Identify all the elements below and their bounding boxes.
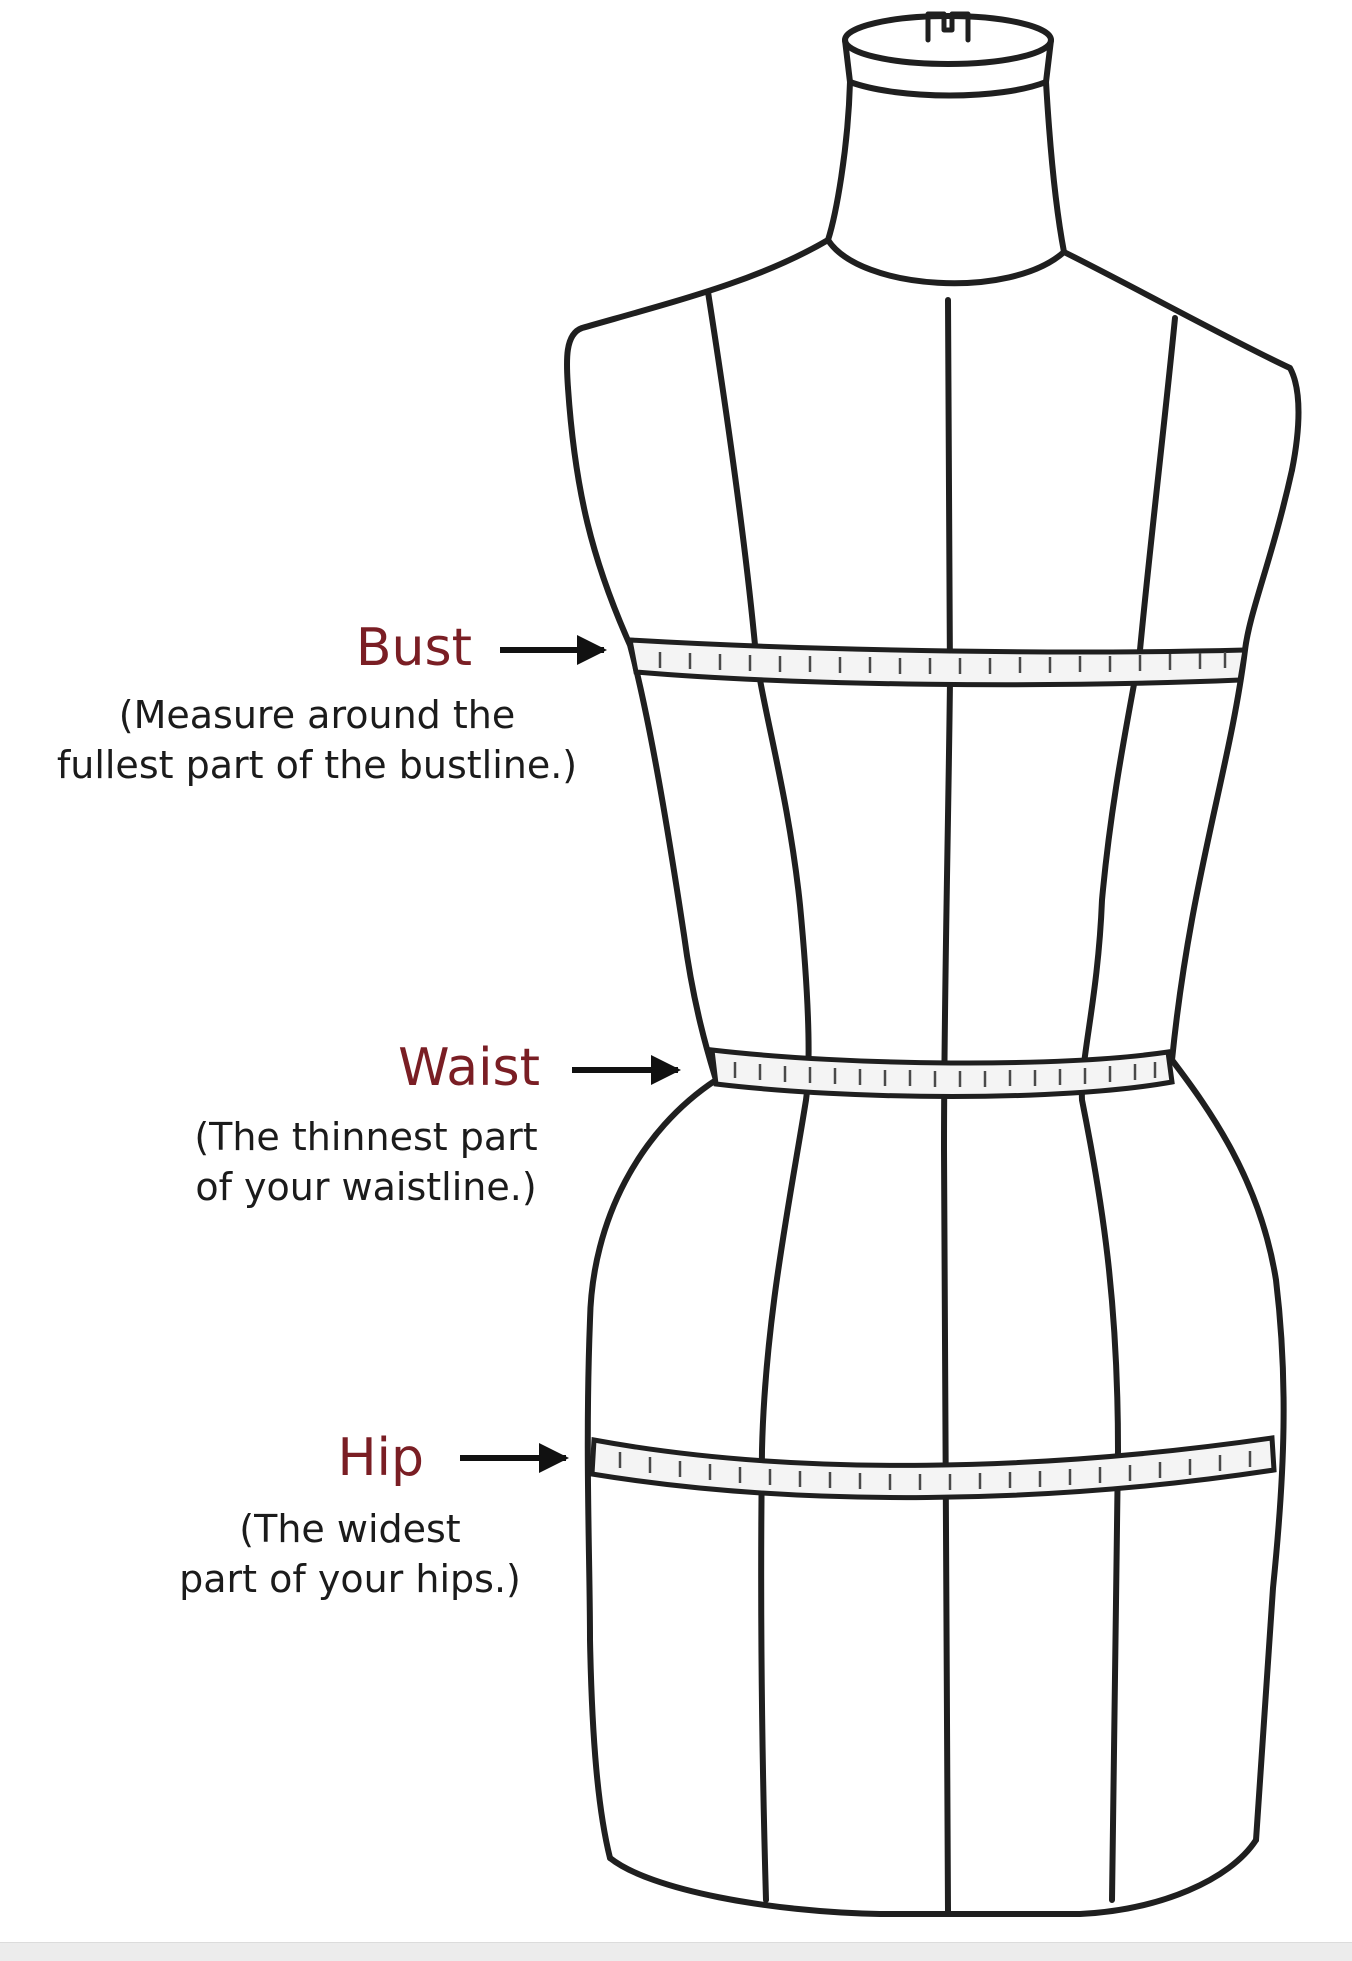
hip-note: (The widest part of your hips.) (140, 1504, 560, 1604)
torso-bottom (607, 1837, 1259, 1917)
hip-note-line2: part of your hips.) (179, 1557, 521, 1601)
hip-note-line1: (The widest (239, 1507, 461, 1551)
torso-left-side (565, 385, 719, 1861)
dress-form-icon (563, 11, 1302, 1917)
bust-note-line1: (Measure around the (118, 693, 516, 737)
center-seam (941, 297, 953, 1915)
waist-note-line2: of your waistline.) (195, 1165, 537, 1209)
hip-label: Hip (337, 1428, 424, 1488)
neck-left (825, 37, 853, 243)
waist-tape (709, 1047, 1175, 1099)
bust-tape (626, 637, 1248, 688)
bust-label: Bust (355, 618, 472, 678)
neckline (825, 237, 1067, 287)
bust-note-line2: fullest part of the bustline.) (56, 743, 578, 787)
waist-label: Waist (398, 1038, 540, 1098)
measuring-tape-icon (589, 637, 1277, 1501)
hip-tape (589, 1435, 1277, 1501)
bottom-border (0, 1942, 1352, 1961)
neck-knob (925, 11, 971, 43)
right-shoulder (1061, 249, 1302, 473)
waist-note-line1: (The thinnest part (194, 1115, 538, 1159)
right-princess-seam (1078, 315, 1178, 1903)
bust-tape-ticks (658, 652, 1227, 674)
neck-ring (847, 79, 1049, 99)
waist-note: (The thinnest part of your waistline.) (150, 1112, 582, 1212)
neck-top (842, 13, 1054, 67)
neck-right (1043, 37, 1067, 255)
waist-tape-ticks (733, 1062, 1157, 1087)
bust-note: (Measure around the fullest part of the … (0, 690, 634, 790)
hip-tape-ticks (618, 1451, 1252, 1490)
left-princess-seam (705, 289, 812, 1903)
left-shoulder (563, 237, 831, 391)
pointer-arrows (460, 635, 681, 1473)
